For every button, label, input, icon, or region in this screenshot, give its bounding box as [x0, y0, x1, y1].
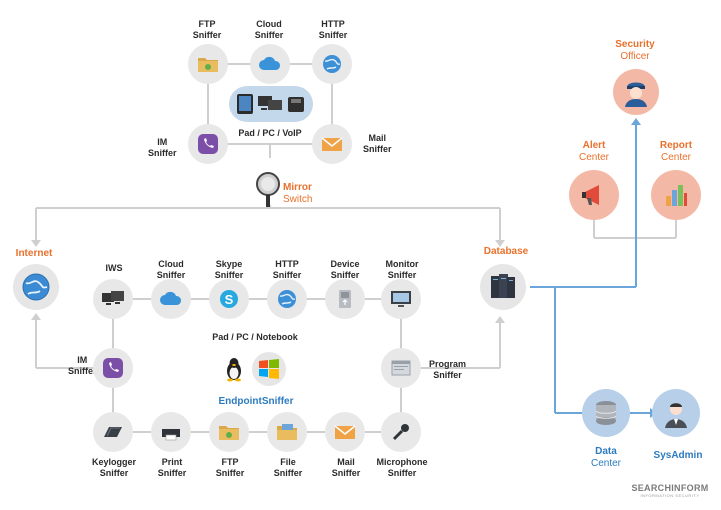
internet-node — [13, 264, 59, 310]
bar-chart-icon — [666, 185, 687, 206]
ep-print-node — [151, 412, 191, 452]
tablet-icon — [237, 94, 253, 114]
iws-node — [93, 279, 133, 319]
internet-label: Internet — [15, 248, 53, 259]
envelope-icon — [321, 137, 343, 151]
admin-user-icon — [665, 403, 687, 428]
ep-skype-node: S — [209, 279, 249, 319]
windows-logo-icon — [259, 359, 279, 379]
usb-drive-icon — [339, 290, 351, 308]
printer-icon — [162, 424, 180, 441]
brand-tagline: INFORMATION SECURITY — [640, 493, 700, 498]
ep-center-caption: Pad / PC / Notebook — [212, 332, 298, 342]
windows-os-badge — [252, 352, 286, 386]
linux-os-badge — [218, 353, 250, 385]
top-ftp-node — [188, 44, 228, 84]
brand-name: SEARCHINFORM — [631, 483, 709, 493]
globe-icon — [22, 273, 50, 301]
ep-microphone-node — [381, 412, 421, 452]
endpoint-sniffer-title: EndpointSniffer — [218, 396, 294, 407]
skype-icon: S — [220, 290, 238, 308]
ep-keylogger-node — [93, 412, 133, 452]
voip-phone-icon — [288, 97, 304, 112]
cloud-icon — [259, 56, 281, 70]
program-window-icon — [391, 360, 411, 376]
monitors-icon — [258, 96, 282, 110]
server-icon — [491, 274, 515, 298]
ep-device-node — [325, 279, 365, 319]
globe-icon — [278, 290, 296, 308]
sysadmin-label: SysAdmin — [653, 450, 703, 461]
workstations-icon — [102, 291, 124, 305]
ep-ftp-node — [209, 412, 249, 452]
top-cloud-node — [250, 44, 290, 84]
security-officer-node — [613, 69, 659, 115]
database-label: Database — [483, 246, 529, 257]
svg-text:S: S — [225, 292, 234, 307]
ep-monitor-node — [381, 279, 421, 319]
cloud-icon — [160, 291, 182, 305]
keyboard-icon — [104, 427, 122, 437]
iws-label: IWS — [105, 263, 123, 273]
megaphone-icon — [582, 185, 599, 205]
monitor-icon — [391, 291, 411, 307]
database-cylinder-icon — [595, 401, 617, 425]
top-devices-cluster — [229, 86, 313, 122]
ep-cloud-node — [151, 279, 191, 319]
ep-file-node — [267, 412, 307, 452]
police-officer-icon — [625, 82, 647, 107]
report-center-node — [651, 170, 701, 220]
file-folder-icon — [277, 424, 297, 440]
sysadmin-node — [652, 389, 700, 437]
top-devices-caption: Pad / PC / VoIP — [238, 128, 302, 138]
globe-icon — [323, 55, 341, 73]
mirror-switch-icon — [256, 172, 280, 207]
top-http-node — [312, 44, 352, 84]
folder-icon — [219, 426, 239, 440]
envelope-icon — [334, 425, 356, 439]
folder-icon — [198, 58, 218, 72]
data-center-node — [582, 389, 630, 437]
top-mail-node — [312, 124, 352, 164]
alert-center-node — [569, 170, 619, 220]
viber-icon — [198, 134, 218, 154]
viber-icon — [103, 358, 123, 378]
database-node[interactable] — [480, 264, 526, 310]
ep-im-node — [93, 348, 133, 388]
linux-penguin-icon — [227, 358, 241, 382]
microphone-icon — [392, 424, 409, 441]
top-im-node — [188, 124, 228, 164]
ep-http-node — [267, 279, 307, 319]
ep-mail-node — [325, 412, 365, 452]
searchinform-logo: SEARCHINFORM INFORMATION SECURITY — [630, 483, 710, 499]
ep-program-node — [381, 348, 421, 388]
